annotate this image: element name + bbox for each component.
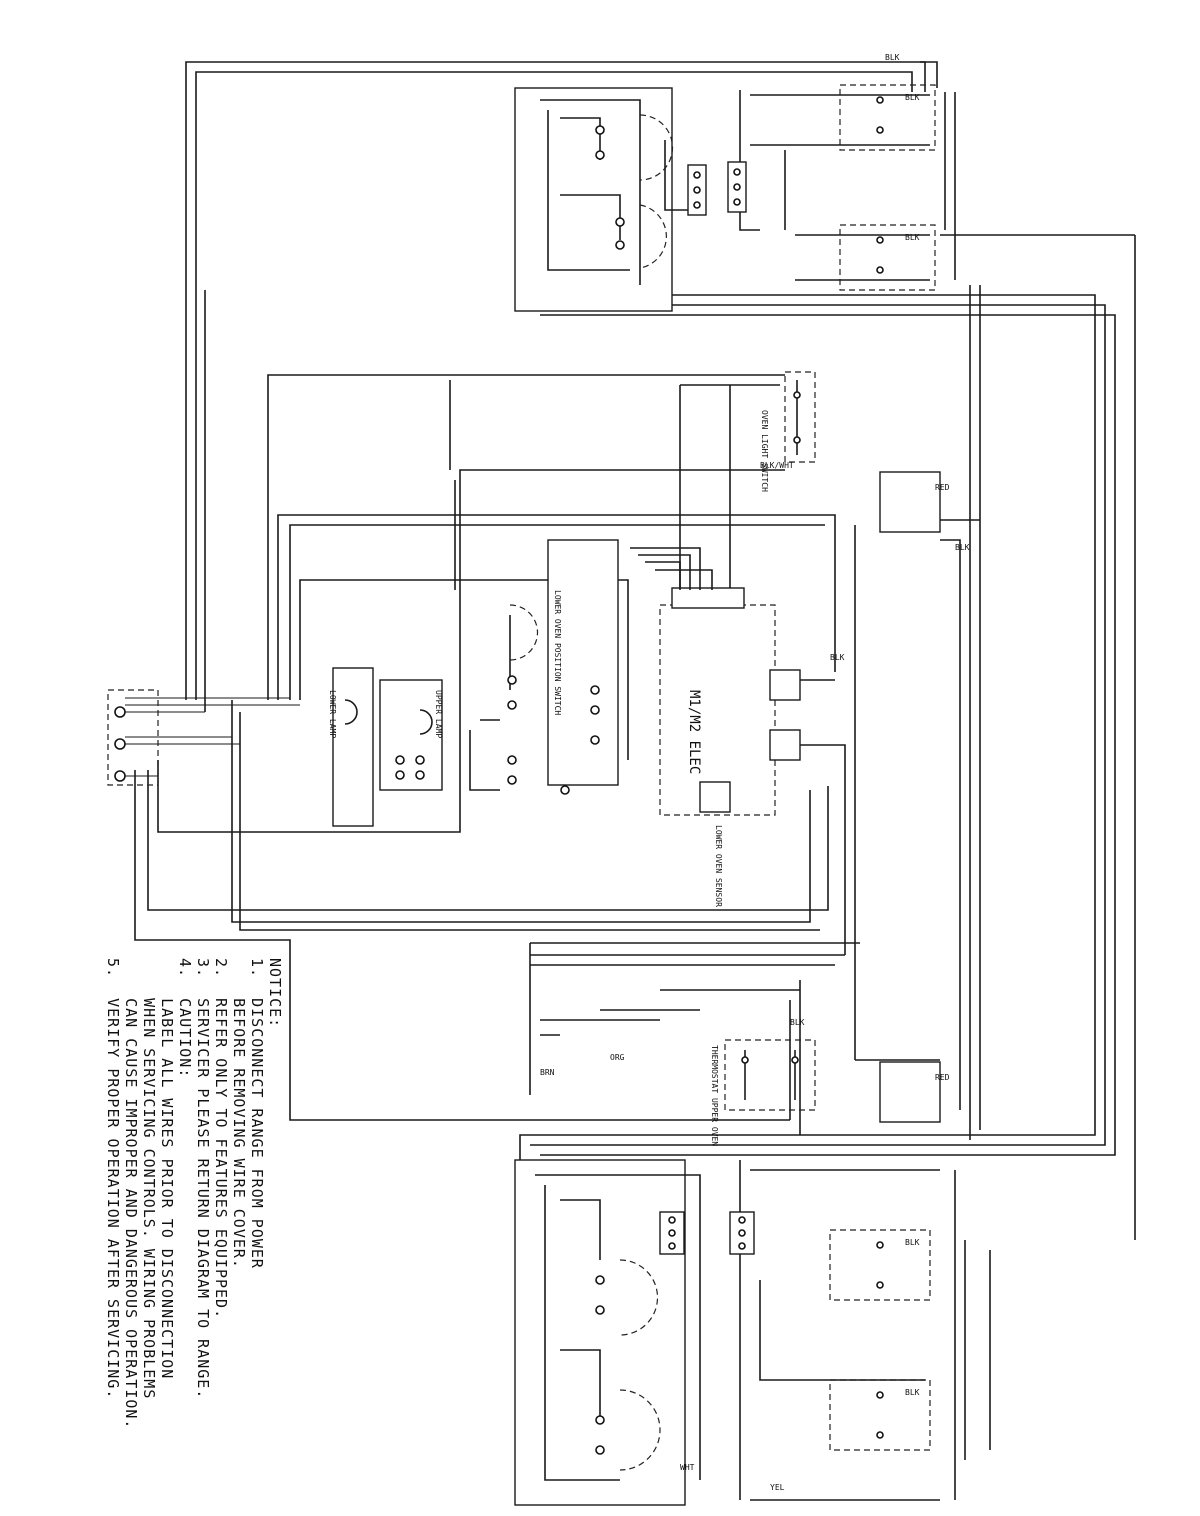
lower-lamp-label: LOWER LAMP [328, 690, 337, 738]
wire-label: YEL [770, 1483, 785, 1492]
notice-line: 1. DISCONNECT RANGE FROM POWER [248, 958, 266, 1269]
thermostat-group: THERMOSTAT UPPER OVEN [540, 989, 816, 1146]
notice-line: BEFORE REMOVING WIRE COVER. [230, 958, 248, 1269]
wire-label: RED [935, 483, 950, 492]
wire-label: BLK [905, 93, 920, 102]
position-switch-group: LOWER OVEN POSITION SWITCH [469, 539, 619, 795]
electronic-control: M1/M2 ELEC LOWER OVEN SENSOR [630, 547, 846, 955]
wire-label: BRN [540, 1068, 555, 1077]
wire-label: BLK/WHT [760, 461, 794, 470]
wire-label: BLK [790, 1018, 805, 1027]
main-bus-wires [134, 61, 1136, 1315]
wire-label: BLK [905, 233, 920, 242]
notice-line: LABEL ALL WIRES PRIOR TO DISCONNECTION [158, 958, 176, 1379]
position-switch-label: LOWER OVEN POSITION SWITCH [553, 590, 562, 715]
notice-line: 3. SERVICER PLEASE RETURN DIAGRAM TO RAN… [194, 958, 212, 1399]
wire-tags: BLK BLK/WHT RED BLK BLK RED BLK BRN ORG … [540, 53, 970, 1472]
wire-label: RED [935, 1073, 950, 1082]
notice-block: NOTICE: 1. DISCONNECT RANGE FROM POWER B… [104, 958, 284, 1429]
oven-light-switch-label: OVEN LIGHT SWITCH [760, 410, 769, 492]
right-element [879, 471, 941, 1123]
top-left-switch-group [514, 87, 707, 312]
wire-label: BLK [905, 1388, 920, 1397]
notice-line: 4. CAUTION: [176, 958, 194, 1078]
wire-label: BLK [905, 1238, 920, 1247]
wire-label: ORG [610, 1053, 625, 1062]
wire-label: WHT [680, 1463, 695, 1472]
wire-label: BLK [955, 543, 970, 552]
notice-line: 5. VERIFY PROPER OPERATION AFTER SERVICI… [104, 958, 122, 1399]
thermostat-label: THERMOSTAT UPPER OVEN [710, 1045, 719, 1146]
top-right-switch-group: BLK BLK [727, 84, 956, 291]
notice-title: NOTICE: [266, 958, 284, 1028]
terminal-block [107, 689, 300, 786]
oven-light-switch: OVEN LIGHT SWITCH [760, 371, 816, 492]
lamp-group: LOWER LAMP UPPER LAMP [328, 667, 443, 827]
notice-line: 2. REFER ONLY TO FEATURES EQUIPPED. [212, 958, 230, 1319]
wire-label: BLK [830, 653, 845, 662]
control-label: M1/M2 ELEC [686, 690, 702, 774]
bottom-right-switch-group: BLK BLK YEL [729, 1160, 991, 1501]
sensor-label: LOWER OVEN SENSOR [714, 825, 723, 907]
wire-label: BLK [885, 53, 900, 62]
bottom-left-switch-group [514, 1159, 701, 1506]
notice-line: CAN CAUSE IMPROPER AND DANGEROUS OPERATI… [122, 958, 140, 1429]
notice-line: WHEN SERVICING CONTROLS. WIRING PROBLEMS [140, 958, 158, 1399]
upper-lamp-label: UPPER LAMP [434, 690, 443, 738]
